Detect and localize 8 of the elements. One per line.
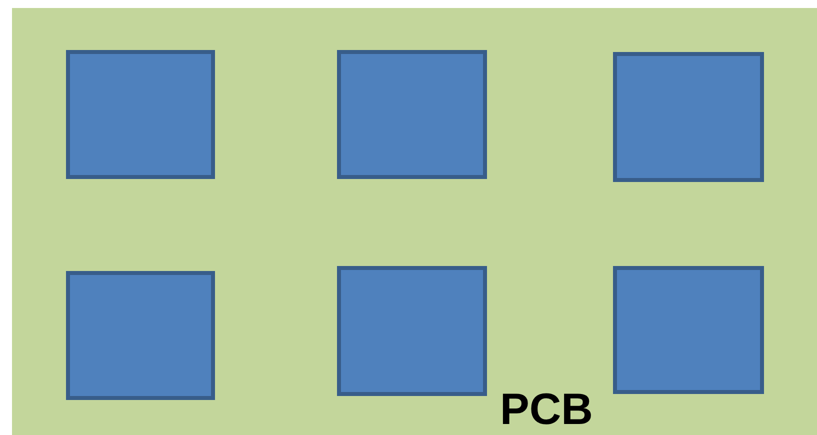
circuit-board [12,8,817,435]
board-label: PCB [500,388,593,432]
component-block [66,271,215,400]
component-block [613,52,764,182]
component-block [66,50,215,179]
component-block [613,266,764,394]
component-block [337,50,487,179]
component-block [337,266,487,396]
